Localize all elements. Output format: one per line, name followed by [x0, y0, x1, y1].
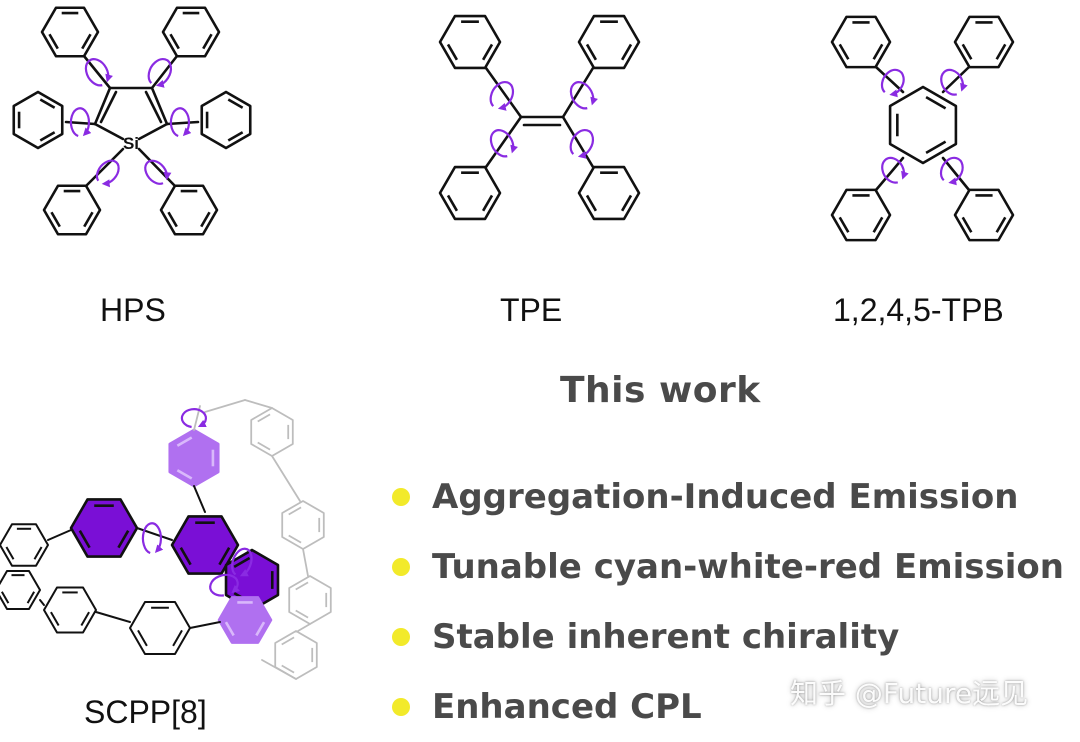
feature-item: Aggregation-Induced Emission: [392, 462, 1064, 532]
bullet-dot-icon: [392, 558, 410, 576]
bond: [99, 90, 118, 124]
bond: [271, 455, 301, 502]
bond: [302, 548, 309, 577]
rotation-arrow-icon: [69, 107, 92, 138]
scpp-label: SCPP[8]: [84, 694, 207, 730]
feature-text: Enhanced CPL: [432, 687, 702, 727]
bond: [189, 621, 221, 629]
rotation-arrow-icon: [881, 156, 909, 184]
rotation-arrow-icon: [144, 159, 172, 185]
front-ring-phenyl: [43, 586, 97, 634]
bond: [561, 115, 595, 169]
benzene-ring: [953, 15, 1015, 69]
bond: [84, 147, 125, 188]
benzene-ring: [161, 6, 221, 58]
feature-item: Enhanced CPL: [392, 672, 1064, 742]
rotation-arrow-icon: [147, 58, 172, 88]
rotation-arrow-icon: [940, 68, 968, 96]
benzene-ring: [438, 14, 502, 70]
watermark: 知乎 @Future远见: [790, 677, 1029, 710]
bond: [244, 399, 273, 409]
bullet-dot-icon: [392, 628, 410, 646]
feature-text: Tunable cyan-white-red Emission: [432, 547, 1064, 587]
rotation-arrow-icon: [939, 156, 964, 186]
rotation-arrow-icon: [880, 68, 905, 98]
benzene-ring: [159, 184, 219, 236]
back-ring-phenyl: [288, 575, 332, 625]
tpb-label: 1,2,4,5-TPB: [833, 292, 1004, 328]
rotation-arrow-icon: [180, 408, 208, 429]
bond: [874, 65, 905, 94]
highlighted-phenyl: [168, 428, 220, 488]
rotation-arrow-icon: [489, 129, 518, 158]
bond: [93, 122, 125, 141]
bond: [150, 86, 169, 126]
highlighted-phenyl: [217, 596, 273, 644]
benzene-ring: [830, 188, 892, 242]
feature-item: Tunable cyan-white-red Emission: [392, 532, 1064, 602]
bullet-dot-icon: [392, 488, 410, 506]
bond: [261, 659, 297, 680]
hps-label: HPS: [100, 292, 166, 328]
feature-text: Aggregation-Induced Emission: [432, 477, 1019, 517]
back-ring-phenyl: [281, 500, 325, 550]
bullet-dot-icon: [392, 698, 410, 716]
bond: [297, 623, 311, 632]
benzene-ring: [888, 85, 958, 165]
feature-text: Stable inherent chirality: [432, 617, 900, 657]
benzene-ring: [42, 184, 102, 236]
benzene-ring: [40, 6, 100, 58]
bond: [95, 611, 131, 623]
front-ring-phenyl: [0, 569, 41, 611]
rotation-arrow-icon: [209, 573, 241, 597]
front-ring-phenyl: [129, 601, 191, 655]
bond: [136, 527, 173, 541]
highlighted-phenyl: [170, 515, 240, 575]
bond: [561, 66, 595, 119]
si-atom-label: Si: [123, 134, 139, 153]
rotation-arrow-icon: [84, 58, 113, 87]
bond: [193, 485, 206, 513]
benzene-ring: [438, 165, 502, 221]
rotation-arrow-icon: [569, 81, 598, 110]
rotation-arrow-icon: [141, 522, 164, 555]
benzene-ring: [953, 188, 1015, 242]
bond: [874, 156, 905, 192]
benzene-ring: [12, 90, 64, 150]
back-ring-phenyl: [250, 407, 294, 457]
bond: [39, 599, 45, 606]
bond: [137, 122, 169, 141]
bond: [484, 66, 523, 119]
tpe-label: TPE: [500, 292, 563, 328]
benzene-ring: [577, 14, 641, 70]
rotation-arrow-icon: [231, 547, 253, 577]
bond: [484, 115, 523, 169]
this-work-heading: This work: [560, 370, 761, 411]
bond: [144, 90, 163, 124]
bond: [47, 529, 72, 541]
bond: [941, 65, 971, 94]
benzene-ring: [200, 90, 252, 150]
benzene-ring: [577, 165, 641, 221]
highlighted-phenyl: [69, 498, 139, 558]
feature-item: Stable inherent chirality: [392, 602, 1064, 672]
rotation-arrow-icon: [489, 81, 514, 111]
rotation-arrow-icon: [169, 107, 192, 138]
benzene-ring: [830, 15, 892, 69]
bond: [941, 156, 971, 192]
bond: [204, 399, 246, 413]
rotation-arrow-icon: [95, 159, 120, 188]
bond: [165, 120, 200, 126]
bond: [93, 86, 112, 126]
rotation-arrow-icon: [569, 129, 594, 159]
front-ring-phenyl: [0, 523, 49, 567]
feature-list: Aggregation-Induced Emission Tunable cya…: [392, 462, 1064, 742]
